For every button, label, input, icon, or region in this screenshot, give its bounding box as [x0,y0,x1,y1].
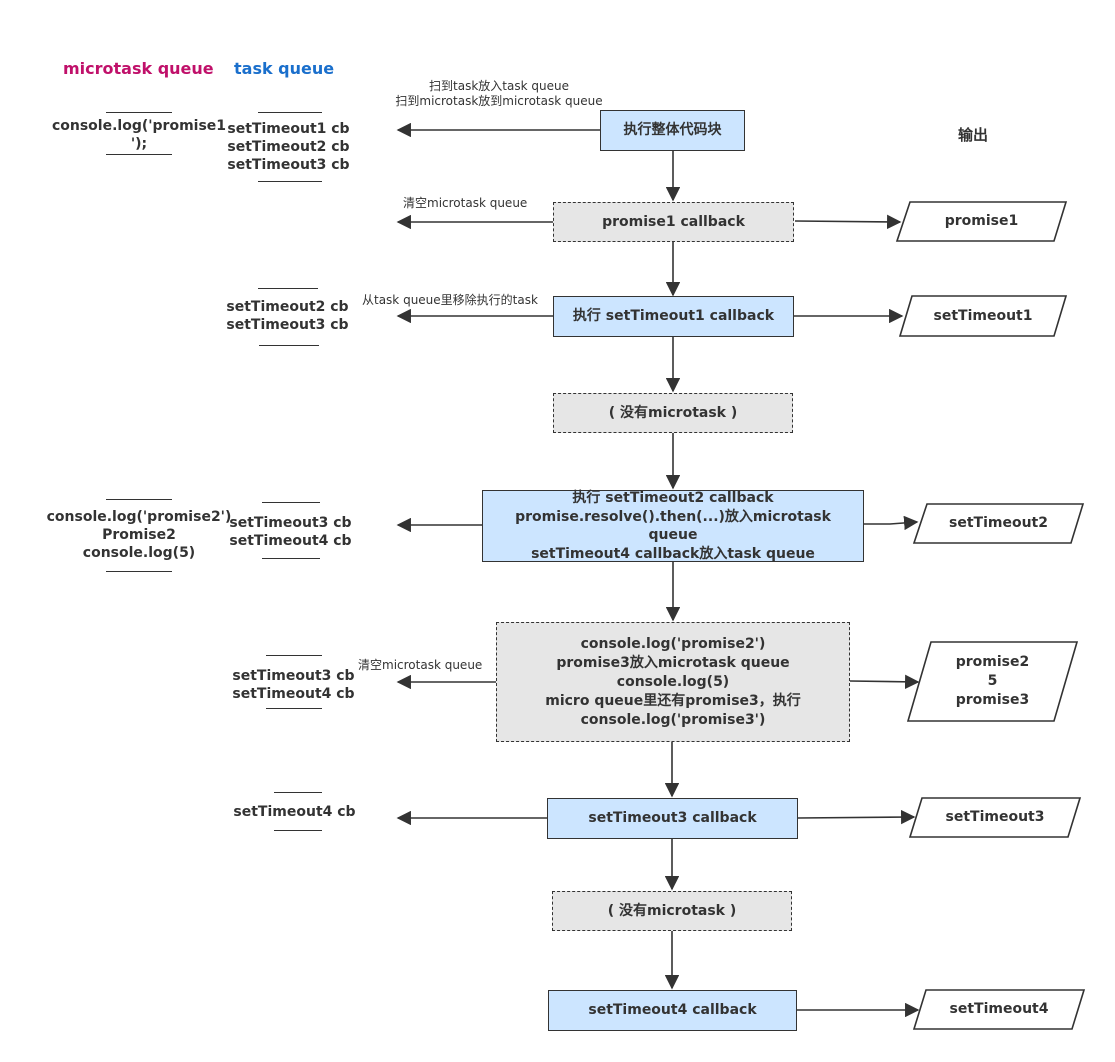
step-text: console.log(5) [616,673,730,690]
step-box-settimeout2: 执行 setTimeout2 callback promise.resolve(… [482,490,864,562]
queue-entry: setTimeout4 cb [232,686,355,702]
task-queue-5: setTimeout4 cb [226,803,363,821]
step-text: 执行整体代码块 [623,122,722,138]
step-text: setTimeout3 callback [588,810,757,826]
right-arrow-5 [797,809,916,825]
output-header: 输出 [958,126,989,144]
queue-entry: setTimeout2 cb [227,139,350,155]
queue-bottom-line [106,154,172,155]
step-box-settimeout3: setTimeout3 callback [547,798,798,839]
queue-bottom-line [258,181,322,182]
queue-entry: setTimeout1 cb [227,121,350,137]
queue-entry: setTimeout3 cb [229,515,352,531]
queue-entry: '); [130,136,148,152]
step-box-microtask-drain: console.log('promise2') promise3放入microt… [496,622,850,742]
output-settimeout3: setTimeout3 [910,798,1080,837]
queue-top-line [258,288,318,289]
output-text: promise2 [955,654,1030,670]
output-text: promise3 [955,692,1030,708]
queue-entry: setTimeout4 cb [233,804,356,820]
output-text: promise1 [944,213,1019,229]
output-shape-1 [895,201,1068,242]
step-box-run-script: 执行整体代码块 [600,110,745,151]
queue-entry: console.log('promise1 [51,118,227,134]
annotation-line: 清空microtask queue [358,658,483,672]
output-shape-6 [912,989,1086,1030]
microtask-queue-2: console.log('promise2') Promise2 console… [44,508,234,562]
output-promise2-5-promise3: promise2 5 promise3 [908,642,1077,721]
queue-bottom-line [262,558,320,559]
queue-top-line [262,502,320,503]
output-promise1: promise1 [897,202,1066,241]
step-box-no-microtask-2: ( 没有microtask ) [552,891,792,931]
step-text: queue [648,527,698,543]
task-queue-4: setTimeout3 cb setTimeout4 cb [225,667,362,703]
queue-top-line [274,792,322,793]
annotation-line: 扫到task放入task queue [429,79,569,93]
output-text: 5 [987,673,998,689]
output-shape-5 [908,797,1082,838]
right-arrow-4 [849,674,920,690]
output-shape-2 [898,295,1068,337]
step-text: micro queue里还有promise3，执行 [545,692,801,709]
annotation-clear-microtask-2: 清空microtask queue [358,658,482,673]
annotation-remove-task: 从task queue里移除执行的task [362,293,538,308]
queue-entry: setTimeout2 cb [226,299,349,315]
step-text: setTimeout4 callback [588,1002,757,1018]
step-box-settimeout4: setTimeout4 callback [548,990,797,1031]
queue-entry: setTimeout3 cb [232,668,355,684]
queue-bottom-line [266,708,322,709]
output-shape-4 [906,641,1079,722]
output-text: setTimeout2 [949,515,1048,531]
output-text: setTimeout1 [933,307,1033,324]
queue-bottom-line [259,345,319,346]
queue-top-line [106,499,172,500]
step-text: console.log('promise2') [580,635,766,652]
annotation-clear-microtask-1: 清空microtask queue [403,196,527,211]
step-text: console.log('promise3') [580,711,766,728]
step-text: ( 没有microtask ) [608,404,738,421]
annotation-line: 从task queue里移除执行的task [362,293,538,307]
step-text: setTimeout4 callback放入task queue [531,545,815,562]
step-text: promise1 callback [602,213,745,230]
queue-top-line [266,655,322,656]
microtask-queue-header: microtask queue [63,59,214,78]
right-arrow-3 [864,515,919,531]
annotation-scan: 扫到task放入task queue 扫到microtask放到microtas… [390,79,608,109]
queue-entry: setTimeout3 cb [227,157,350,173]
queue-entry: Promise2 [102,527,176,543]
queue-bottom-line [106,571,172,572]
step-text: promise3放入microtask queue [556,654,790,671]
queue-bottom-line [274,830,322,831]
output-settimeout1: setTimeout1 [900,296,1066,336]
step-text: 执行 setTimeout2 callback [572,490,774,506]
output-shape-3 [912,503,1085,544]
queue-entry: console.log('promise2') [46,509,232,525]
queue-top-line [106,112,172,113]
microtask-queue-1: console.log('promise1 '); [44,117,234,153]
step-text: ( 没有microtask ) [607,902,737,919]
output-settimeout4: setTimeout4 [914,990,1084,1029]
step-text: 执行 setTimeout1 callback [572,308,775,324]
queue-top-line [258,112,322,113]
task-queue-header: task queue [234,59,335,78]
task-queue-1: setTimeout1 cb setTimeout2 cb setTimeout… [220,120,357,174]
step-box-promise1-callback: promise1 callback [553,202,794,242]
queue-entry: console.log(5) [82,545,196,561]
task-queue-2: setTimeout2 cb setTimeout3 cb [219,298,356,334]
annotation-line: 清空microtask queue [403,196,528,210]
output-text: setTimeout4 [949,1001,1049,1017]
step-box-settimeout1: 执行 setTimeout1 callback [553,296,794,337]
output-settimeout2: setTimeout2 [914,504,1083,543]
task-queue-3: setTimeout3 cb setTimeout4 cb [222,514,359,550]
annotation-line: 扫到microtask放到microtask queue [395,94,603,108]
queue-entry: setTimeout3 cb [226,317,349,333]
right-arrow-1 [794,214,902,230]
output-text: setTimeout3 [945,809,1045,825]
queue-entry: setTimeout4 cb [229,533,352,549]
step-box-no-microtask-1: ( 没有microtask ) [553,393,793,433]
step-text: promise.resolve().then(...)放入microtask [515,508,831,525]
